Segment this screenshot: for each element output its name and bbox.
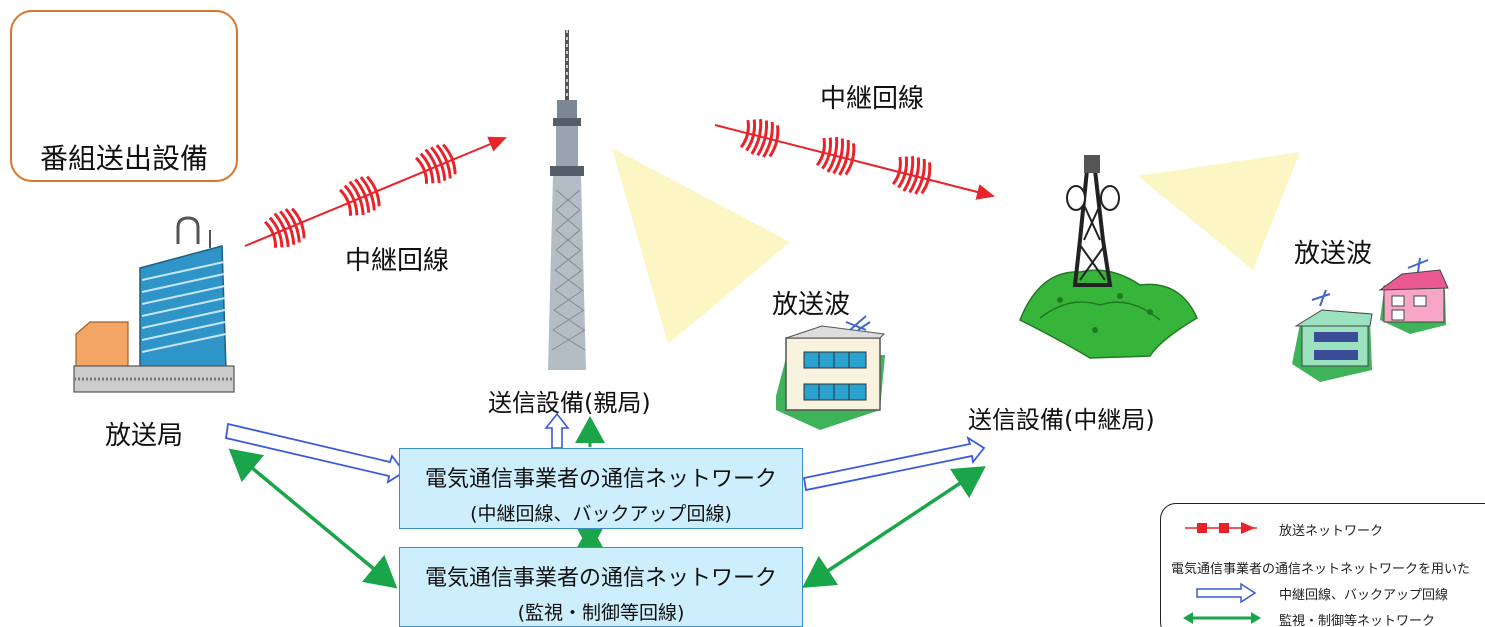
legend-blue-arrow-icon xyxy=(1196,582,1257,604)
relay-tower-on-mountain-icon xyxy=(1019,155,1198,359)
monitor-control-arrows xyxy=(228,416,986,589)
transmitter-relay-label: 送信設備(中継局) xyxy=(968,406,1155,434)
legend-heading: 電気通信事業者の通信ネットネットワークを用いた xyxy=(1171,562,1471,577)
transmitter-parent-label: 送信設備(親局) xyxy=(488,389,651,417)
network-box-relay-backup-title: 電気通信事業者の通信ネットワーク xyxy=(424,467,777,492)
relay-line-left xyxy=(244,136,507,248)
network-box-relay-backup-subtitle: (中継回線、バックアップ回線) xyxy=(470,503,732,525)
network-box-monitor-control: 電気通信事業者の通信ネットワーク (監視・制御等回線) xyxy=(399,547,803,627)
legend-relay-backup: 中継回線、バックアップ回線 xyxy=(1279,588,1449,603)
broadcast-tower-icon xyxy=(548,30,586,370)
broadcast-station-label: 放送局 xyxy=(105,421,184,451)
legend-green-arrow-icon xyxy=(1183,612,1261,624)
studio-label: 番組送出設備 xyxy=(39,142,208,175)
broadcast-beam-right xyxy=(1138,152,1300,270)
studio-equipment-box: 番組送出設備 xyxy=(10,10,238,182)
broadcast-wave-right-label: 放送波 xyxy=(1294,239,1373,269)
school-building-icon xyxy=(776,315,886,430)
legend-broadcast-network: 放送ネットワーク xyxy=(1279,524,1384,539)
relay-line-top xyxy=(714,118,995,200)
legend-monitor-control: 監視・制御等ネットワーク xyxy=(1279,614,1436,627)
broadcast-beam-center xyxy=(612,148,790,344)
relay-line-left-label: 中継回線 xyxy=(345,246,450,276)
house-icon xyxy=(1292,257,1449,382)
relay-line-top-label: 中継回線 xyxy=(820,84,925,114)
network-box-relay-backup: 電気通信事業者の通信ネットワーク (中継回線、バックアップ回線) xyxy=(399,448,803,529)
legend-red-arrow-icon xyxy=(1185,522,1257,534)
legend: 放送ネットワーク 電気通信事業者の通信ネットネットワークを用いた 中継回線、バッ… xyxy=(1160,503,1485,627)
legend-symbols xyxy=(1183,522,1261,624)
broadcast-station-building-icon xyxy=(73,216,235,393)
network-box-monitor-control-subtitle: (監視・制御等回線) xyxy=(517,602,685,624)
broadcast-wave-center-label: 放送波 xyxy=(772,290,851,320)
network-box-monitor-control-title: 電気通信事業者の通信ネットワーク xyxy=(424,566,777,591)
